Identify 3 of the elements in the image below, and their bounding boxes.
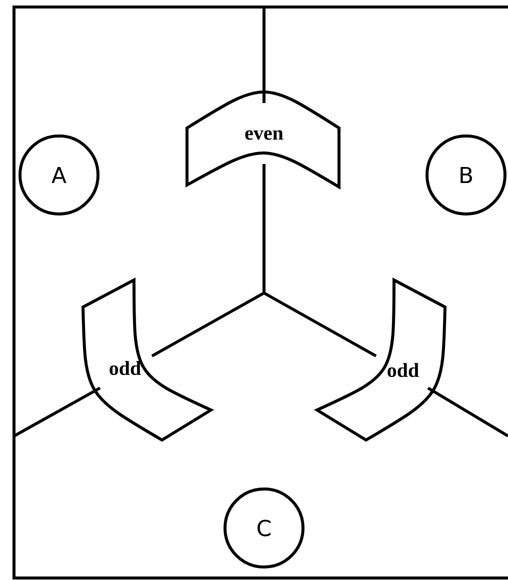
curved-band: even xyxy=(186,90,340,188)
curved-band: odd xyxy=(316,278,446,442)
curved-band: odd xyxy=(82,278,212,442)
